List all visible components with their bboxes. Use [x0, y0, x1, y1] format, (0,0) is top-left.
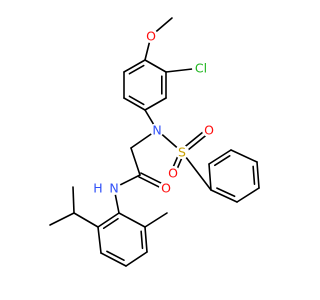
- bond-d1-d2: [97, 212, 120, 228]
- bond-b5-b6: [210, 189, 238, 203]
- bond-ch2-cam: [130, 147, 141, 176]
- bond-b6-b1: [208, 163, 212, 191]
- bond-b5-b6-inner: [216, 187, 236, 198]
- atom-n-sulfonamide: N: [150, 123, 164, 138]
- bond-b1-b2-inner: [213, 154, 231, 167]
- atom-o-methoxy: O: [144, 29, 158, 44]
- bond-d1-d2-inner: [102, 217, 119, 230]
- bond-a3-a4: [144, 97, 167, 111]
- atom-o-sulfonyl-1: O: [202, 123, 216, 138]
- atom-label-h-amide: H: [93, 181, 102, 196]
- atom-label-n-sulfonamide: N: [152, 123, 161, 138]
- bond-s-b6: [181, 151, 212, 191]
- atom-nh-amide: H N: [85, 181, 121, 196]
- bond-b1-b2: [208, 149, 232, 165]
- atom-label-o-sulfonyl-2: O: [168, 166, 178, 181]
- atom-label-cl: Cl: [195, 61, 207, 76]
- atom-label-s: S: [178, 145, 186, 160]
- bond-a6-a1-inner: [128, 64, 145, 75]
- bond-ic-ime1: [49, 212, 75, 226]
- bond-d3-d4-inner: [106, 250, 125, 261]
- bond-d5-d6-inner: [140, 230, 144, 250]
- atom-label-o-sulfonyl-1: O: [204, 123, 214, 138]
- atom-o-amide: O: [159, 181, 173, 196]
- atom-label-o-methoxy: O: [146, 29, 156, 44]
- bond-d4-d5: [125, 251, 148, 267]
- bond-d5-d6: [144, 226, 148, 253]
- bond-d3-d4: [100, 252, 127, 267]
- bond-b3-b4-inner: [252, 165, 256, 185]
- atom-labels: O Cl N S O O H N O: [85, 29, 216, 196]
- bond-d2-ic: [73, 212, 99, 228]
- atom-label-n-amide: N: [109, 181, 118, 196]
- bond-d6-d1: [118, 212, 146, 228]
- bond-b2-b3: [230, 149, 258, 163]
- atom-o-sulfonyl-2: O: [166, 166, 180, 181]
- bond-b4-b5: [236, 187, 260, 203]
- bond-a6-a1: [123, 59, 146, 73]
- molecule-structure-diagram: O Cl N S O O H N O: [49, 17, 260, 267]
- bond-a1-a2: [144, 59, 167, 73]
- atom-s: S: [175, 145, 189, 160]
- bond-b3-b4: [256, 161, 260, 189]
- bond-lines: [49, 17, 260, 267]
- bond-ic-ime2: [72, 186, 75, 214]
- atom-cl: Cl: [192, 59, 210, 77]
- bond-d2-d3: [97, 226, 102, 254]
- bond-a4-a5: [123, 97, 146, 111]
- atom-label-o-amide: O: [161, 181, 171, 196]
- bond-d6-me2: [144, 212, 168, 228]
- bond-a4-a5-inner: [128, 95, 145, 106]
